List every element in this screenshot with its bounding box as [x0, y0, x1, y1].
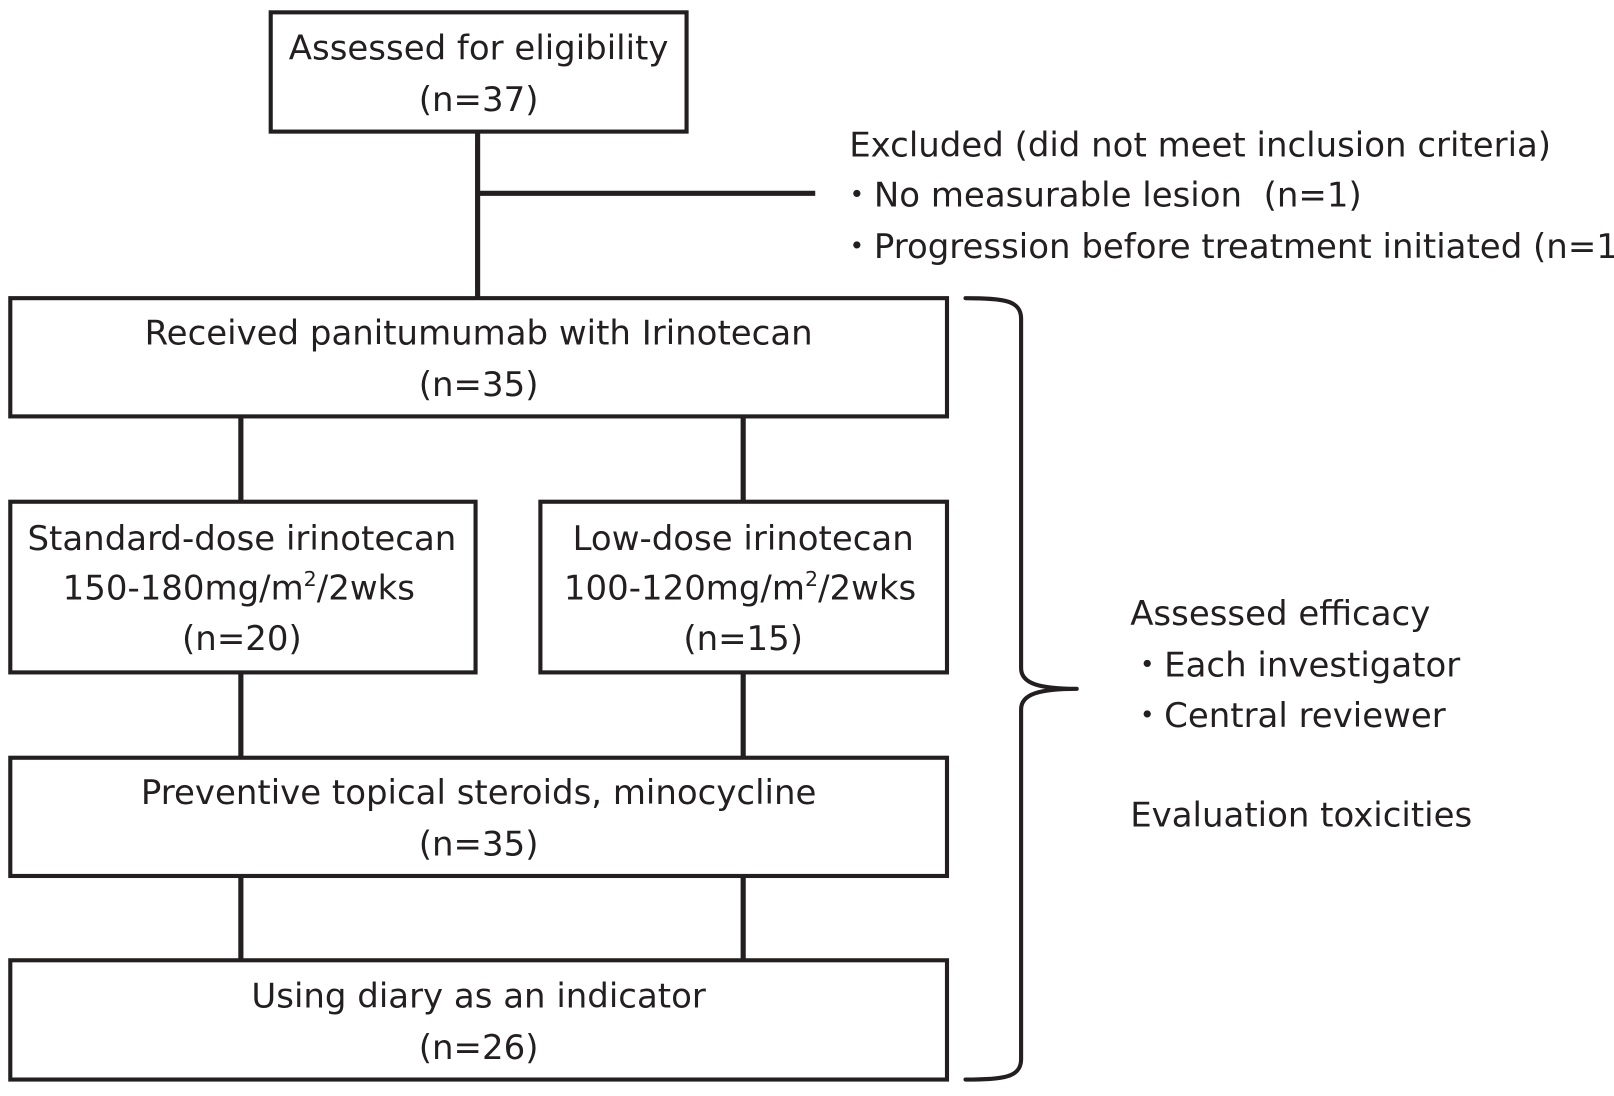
low-dose-regimen: 100-120mg/m2/2wks	[564, 567, 916, 608]
diary-box: Using diary as an indicator (n=26)	[8, 958, 950, 1082]
standard-dose-count: (n=20)	[182, 619, 302, 659]
efficacy-title: Assessed efficacy	[1130, 594, 1430, 634]
excluded-reason-no-lesion: ・No measurable lesion (n=1)	[840, 176, 1362, 216]
eligibility-title: Assessed for eligibility	[289, 29, 669, 69]
connectors	[238, 131, 816, 961]
right-brace	[963, 296, 1079, 1082]
low-dose-box: Low-dose irinotecan 100-120mg/m2/2wks (n…	[538, 499, 950, 675]
low-dose-value: 100-120mg/m	[564, 568, 805, 608]
eligibility-box: Assessed for eligibility (n=37)	[268, 10, 689, 134]
excluded-title: Excluded (did not meet inclusion criteri…	[849, 125, 1551, 165]
received-title: Received panitumumab with Irinotecan	[145, 313, 813, 353]
toxicity-title: Evaluation toxicities	[1130, 796, 1472, 836]
standard-dose-value: 150-180mg/m	[63, 568, 304, 608]
low-dose-interval: /2wks	[818, 568, 916, 608]
eligibility-count: (n=37)	[419, 80, 539, 120]
efficacy-investigator: ・Each investigator	[1130, 646, 1460, 686]
preventive-count: (n=35)	[419, 824, 539, 864]
diary-count: (n=26)	[419, 1028, 539, 1068]
standard-dose-regimen: 150-180mg/m2/2wks	[63, 567, 415, 608]
standard-dose-exponent: 2	[304, 567, 317, 591]
standard-dose-box: Standard-dose irinotecan 150-180mg/m2/2w…	[8, 499, 478, 675]
efficacy-central-reviewer: ・Central reviewer	[1130, 696, 1446, 736]
received-count: (n=35)	[419, 365, 539, 405]
received-box: Received panitumumab with Irinotecan (n=…	[8, 296, 950, 419]
low-dose-title: Low-dose irinotecan	[573, 519, 914, 559]
diary-title: Using diary as an indicator	[251, 977, 705, 1017]
low-dose-exponent: 2	[805, 567, 818, 591]
standard-dose-title: Standard-dose irinotecan	[28, 519, 457, 559]
excluded-block: Excluded (did not meet inclusion criteri…	[840, 125, 1614, 267]
preventive-box: Preventive topical steroids, minocycline…	[8, 755, 950, 879]
preventive-title: Preventive topical steroids, minocycline	[141, 773, 817, 813]
standard-dose-interval: /2wks	[317, 568, 415, 608]
assessment-block: Assessed efficacy ・Each investigator ・Ce…	[1130, 594, 1472, 835]
excluded-reason-progression: ・Progression before treatment initiated …	[840, 227, 1614, 267]
low-dose-count: (n=15)	[683, 619, 803, 659]
